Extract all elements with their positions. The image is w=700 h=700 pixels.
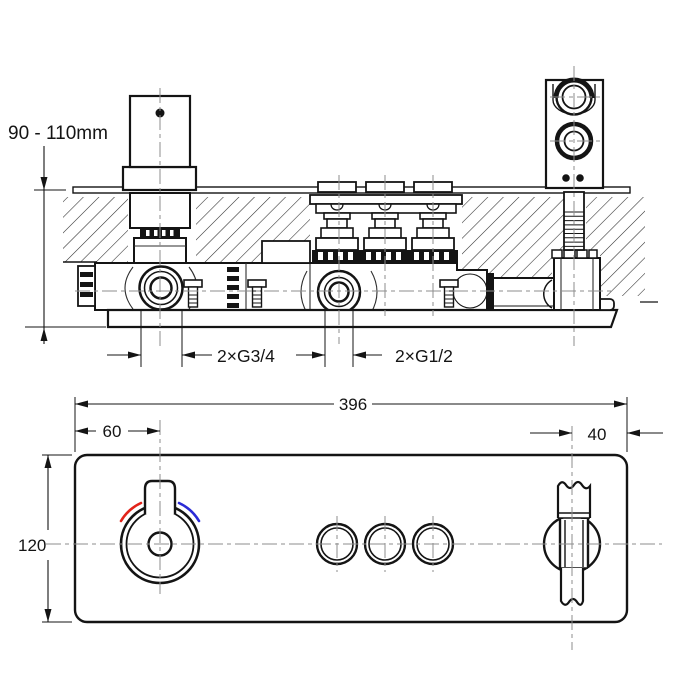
outlet-thread-label: 2×G1/2: [395, 346, 453, 366]
body-shoulder: [261, 240, 311, 264]
front-view-centerlines: [46, 420, 662, 650]
mounting-plate: [106, 308, 619, 329]
knob-offset-label: 60: [103, 422, 122, 441]
indicator-dot: [562, 174, 570, 182]
handle-dot: [155, 108, 165, 118]
top-view-centerlines: [75, 66, 612, 346]
depth-dimension-label: 90 - 110mm: [8, 123, 108, 144]
plate-width-label: 396: [339, 395, 367, 414]
indicator-dot: [576, 174, 584, 182]
cartridge-coupling-ribs: [227, 267, 239, 308]
hot-indicator-arc: [119, 501, 143, 523]
top-view-dimensions: 90 - 110mm 2×G3/4 2×G1/2: [8, 123, 453, 367]
wall-hatching: [63, 197, 658, 303]
inlet-thread-label: 2×G3/4: [217, 346, 275, 366]
push-button: [312, 181, 362, 262]
front-view-dimensions: 396 60 40 120: [18, 395, 663, 623]
top-section-view: 90 - 110mm 2×G3/4 2×G1/2: [8, 66, 658, 367]
valve-body: [77, 262, 488, 315]
cold-indicator-arc: [177, 501, 201, 523]
inlet-port-g34: [138, 265, 184, 311]
elbow-flange-nuts: [551, 249, 598, 259]
front-faceplate-view: 396 60 40 120: [18, 395, 663, 650]
fixing-screws: [183, 279, 459, 308]
plate-height-label: 120: [18, 536, 46, 555]
outlet-offset-label: 40: [588, 425, 607, 444]
temperature-knob: [119, 479, 201, 585]
